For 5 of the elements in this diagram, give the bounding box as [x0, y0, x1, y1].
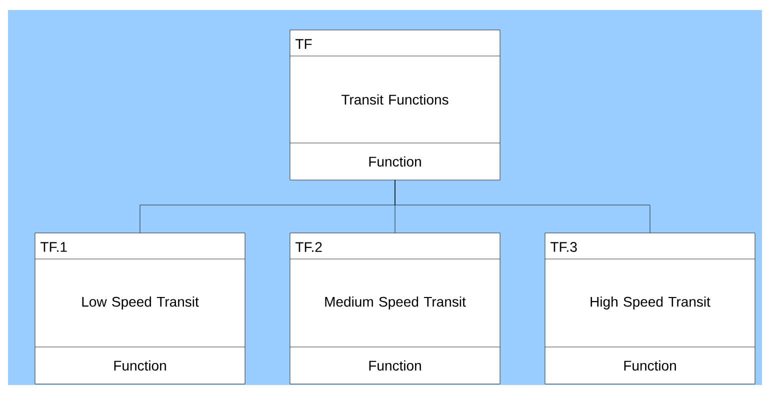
box: TF Transit Functions Function [290, 30, 500, 180]
box: TF.1 Low Speed Transit Function [34, 232, 246, 384]
box: TF.2 Medium Speed Transit Function [290, 232, 500, 384]
box: TF.3 High Speed Transit Function [544, 232, 756, 384]
connector-line [394, 180, 650, 234]
